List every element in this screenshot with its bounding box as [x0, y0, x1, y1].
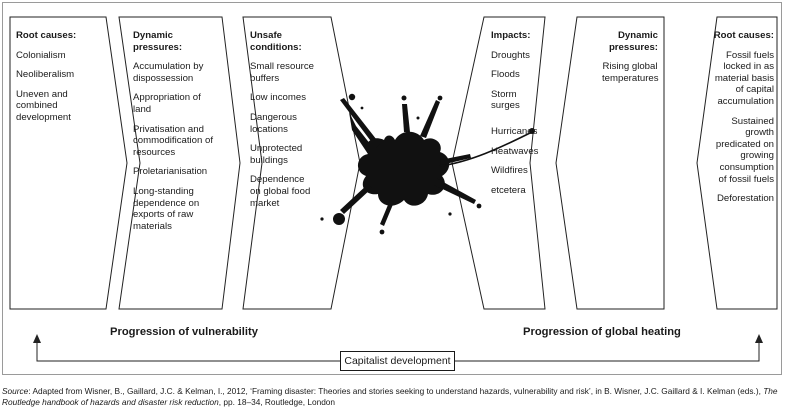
impact-item: Floods	[491, 69, 520, 81]
dynamic-pressures-left-text: Dynamic pressures: Accumulation by dispo…	[133, 30, 229, 232]
root-causes-left-heading: Root causes:	[16, 30, 77, 41]
impact-item: Heatwaves	[491, 145, 539, 157]
unsafe-condition-item: Small resource buffers	[250, 61, 314, 84]
unsafe-condition-item: Unprotected buildings	[250, 143, 303, 166]
capitalist-development-connector	[36, 340, 760, 362]
root-causes-right-heading: Root causes:	[713, 30, 774, 41]
dynamic-pressures-right-heading: Dynamic pressures:	[608, 30, 658, 53]
root-causes-left-text: Root causes: Colonialism Neoliberalism U…	[16, 30, 102, 124]
source-prefix: Source	[2, 386, 29, 396]
unsafe-conditions-text: Unsafe conditions: Small resource buffer…	[250, 30, 332, 209]
root-cause-item: Fossil fuels locked in as material basis…	[714, 49, 774, 107]
root-cause-item: Colonialism	[16, 49, 66, 61]
progression-heating-label: Progression of global heating	[523, 326, 681, 338]
connector-right-line	[455, 340, 760, 362]
dynamic-pressure-item: Proletarianisation	[133, 166, 208, 178]
dynamic-pressures-left-heading: Dynamic pressures:	[133, 30, 183, 53]
dynamic-pressures-left-shape	[118, 16, 241, 310]
progression-vulnerability-label: Progression of vulnerability	[110, 326, 258, 338]
dynamic-pressures-right-text: Dynamic pressures: Rising global tempera…	[590, 30, 659, 84]
dynamic-pressure-item: Rising global temperatures	[602, 61, 659, 84]
dynamic-pressure-item: Privatisation and commodification of res…	[133, 123, 213, 158]
impact-item: Droughts	[491, 49, 530, 61]
root-cause-item: Uneven and combined development	[16, 88, 71, 123]
impacts-heading: Impacts:	[491, 30, 531, 41]
root-cause-item: Deforestation	[716, 193, 774, 205]
unsafe-conditions-shape	[242, 16, 361, 310]
unsafe-condition-item: Dependence on global food market	[250, 174, 311, 209]
unsafe-condition-item: Dangerous locations	[250, 111, 297, 135]
impact-item: Wildfires	[491, 165, 528, 177]
connector-left-line	[36, 340, 340, 362]
dynamic-pressures-right-shape	[555, 16, 665, 310]
dynamic-pressure-item: Long-standing dependence on exports of r…	[133, 185, 200, 232]
dynamic-pressure-item: Appropriation of land	[133, 92, 201, 115]
root-causes-right-shape	[696, 16, 778, 310]
capitalist-development-box: Capitalist development	[340, 351, 455, 371]
impact-item: Storm surges	[491, 88, 520, 112]
source-citation: Source: Adapted from Wisner, B., Gaillar…	[2, 386, 786, 407]
ink-splat-illustration	[320, 93, 535, 235]
connector-right-arrowhead	[755, 334, 763, 343]
dynamic-pressure-item: Accumulation by dispossession	[133, 61, 204, 84]
root-cause-item: Neoliberalism	[16, 69, 75, 81]
unsafe-conditions-heading: Unsafe conditions:	[250, 30, 302, 53]
connector-left-arrowhead	[33, 334, 41, 343]
impact-item: Hurricanes	[491, 125, 538, 137]
source-book-title: The Routledge handbook of hazards and di…	[2, 386, 778, 407]
impact-item: etcetera	[491, 184, 526, 196]
impacts-text: Impacts: Droughts Floods Storm surges Hu…	[491, 30, 543, 196]
impacts-shape	[451, 16, 546, 310]
root-causes-right-text: Root causes: Fossil fuels locked in as m…	[710, 30, 774, 205]
root-cause-item: Sustained growth predicated on growing c…	[715, 115, 774, 185]
root-causes-left-shape	[9, 16, 128, 310]
source-text-1: : Adapted from Wisner, B., Gaillard, J.C…	[28, 386, 764, 396]
source-text-2: , pp. 18–34, Routledge, London	[218, 396, 336, 407]
figure-frame	[2, 2, 782, 375]
unsafe-condition-item: Low incomes	[250, 92, 306, 104]
diagram-shapes	[9, 16, 778, 362]
